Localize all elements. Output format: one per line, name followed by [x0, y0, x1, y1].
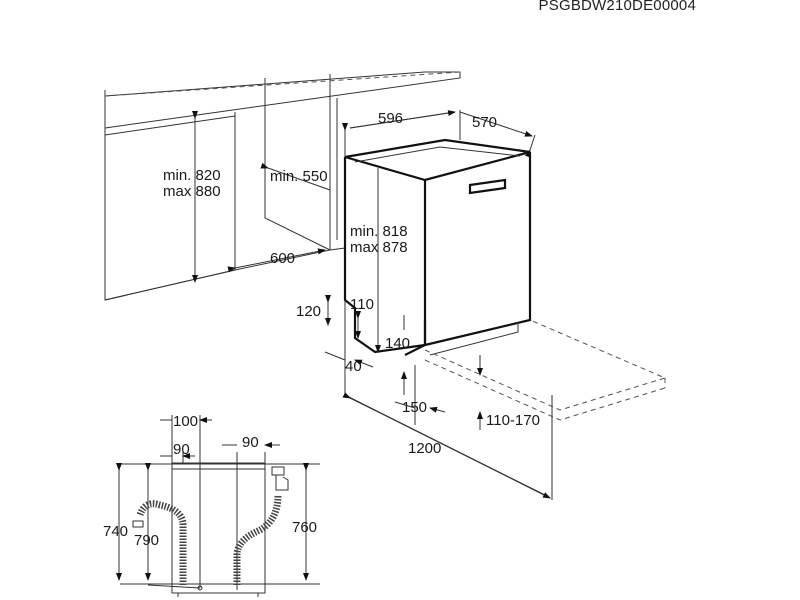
niche-depth-min-label: min. 550 [270, 168, 328, 185]
dimension-lines [192, 110, 553, 500]
foot-adjust-label: 110-170 [486, 412, 540, 429]
foot-height-label: 110 [350, 296, 374, 313]
niche-depth-label: 600 [270, 250, 295, 267]
appliance-height-min-label: min. 818 [350, 223, 408, 240]
plinth-clearance-label: 140 [385, 335, 410, 352]
inlet-offset-label: 90 [242, 434, 259, 451]
cabinet-height-min-label: min. 820 [163, 167, 221, 184]
door-opening-label: 1200 [408, 440, 441, 457]
connection-diagram [116, 415, 320, 597]
dishwasher [343, 138, 532, 356]
drain-offset-label: 90 [173, 441, 190, 458]
inlet-height-label: 760 [292, 519, 317, 536]
plinth-depth-label: 150 [402, 399, 427, 416]
plinth-height-label: 120 [296, 303, 321, 320]
plinth-offset-label: 40 [345, 358, 362, 375]
cabinet-height-max-label: max 880 [163, 183, 221, 200]
top-left-offset-label: 100 [173, 413, 198, 430]
drain-height-min-label: 740 [103, 523, 128, 540]
drain-height-max-label: 790 [134, 532, 159, 549]
floor-outline [424, 319, 667, 421]
document-code: PSGBDW210DE00004 [538, 0, 696, 14]
drain-hose [136, 500, 187, 585]
inlet-hose [233, 494, 282, 585]
appliance-width-label: 596 [378, 110, 403, 127]
appliance-depth-label: 570 [472, 114, 497, 131]
appliance-height-max-label: max 878 [350, 239, 408, 256]
